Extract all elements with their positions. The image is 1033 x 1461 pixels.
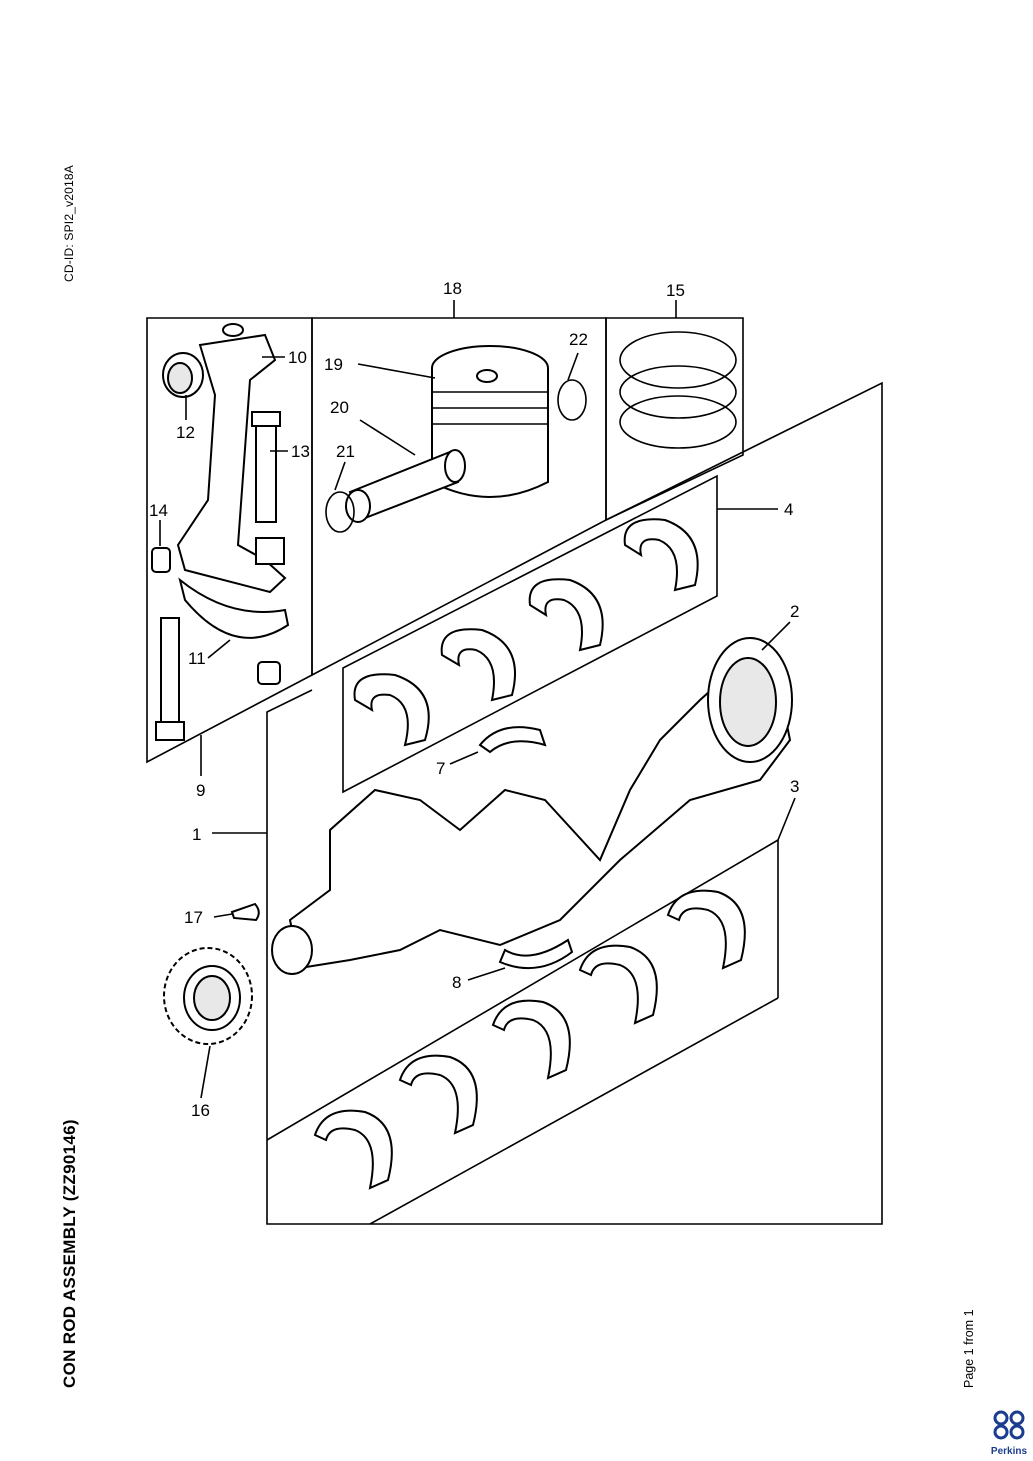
brand-name: Perkins	[990, 1446, 1028, 1457]
callout-7: 7	[436, 759, 445, 778]
main-bearings-part	[313, 726, 746, 1190]
callout-10: 10	[288, 348, 307, 367]
callout-20: 20	[330, 398, 349, 417]
callout-labels: 1 2 3 4 7 8 9 10 11 12 13 14 15 16 17 18…	[149, 279, 799, 1120]
callout-2: 2	[790, 602, 799, 621]
crankshaft-part	[271, 637, 793, 975]
callout-15: 15	[666, 281, 685, 300]
callout-17: 17	[184, 908, 203, 927]
callout-13: 13	[291, 442, 310, 461]
callout-21: 21	[336, 442, 355, 461]
conrod-bearings-part	[353, 518, 699, 747]
leader-lines	[159, 300, 796, 1099]
callout-11: 11	[188, 649, 206, 668]
callout-18: 18	[443, 279, 462, 298]
callout-14: 14	[149, 501, 168, 520]
callout-3: 3	[790, 777, 799, 796]
perkins-logo-icon	[993, 1410, 1025, 1440]
callout-8: 8	[452, 973, 461, 992]
callout-1: 1	[192, 825, 201, 844]
callout-22: 22	[569, 330, 588, 349]
brand-logo: Perkins	[988, 1410, 1030, 1457]
callout-4: 4	[784, 500, 793, 519]
piston-rings-part	[619, 331, 737, 449]
timing-gear-part	[163, 902, 260, 1045]
con-rod-part	[151, 323, 290, 741]
callout-19: 19	[324, 355, 343, 374]
piston-part	[325, 345, 587, 533]
callout-9: 9	[196, 781, 205, 800]
callout-16: 16	[191, 1101, 210, 1120]
callout-12: 12	[176, 423, 195, 442]
